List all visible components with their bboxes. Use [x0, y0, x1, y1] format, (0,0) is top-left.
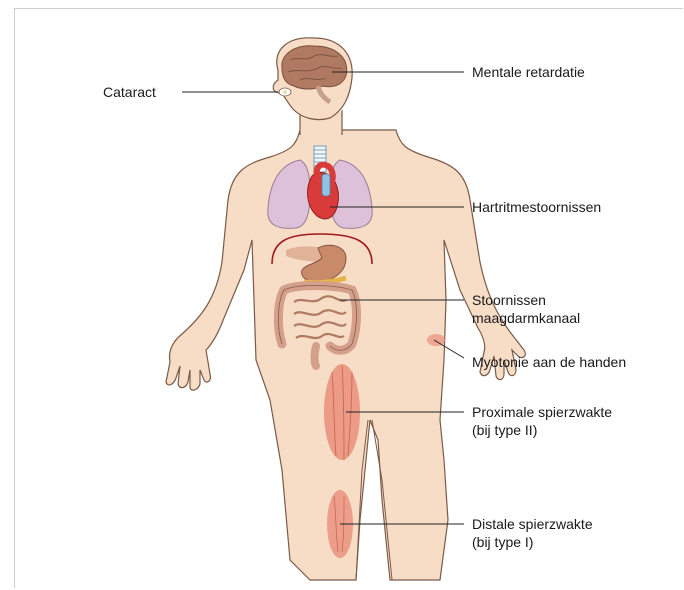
vena-cava	[322, 174, 330, 196]
label-heart-rhythm: Hartritmestoornissen	[472, 198, 601, 216]
rectum	[315, 346, 317, 366]
label-heart-text: Hartritmestoornissen	[472, 198, 601, 216]
label-cataract: Cataract	[103, 83, 156, 101]
label-gi-line1: Stoornissen	[472, 291, 580, 309]
label-distal-line1: Distale spierzwakte	[472, 515, 593, 533]
hand-myotonia-spot	[427, 334, 445, 346]
label-mental-retardation: Mentale retardatie	[472, 63, 585, 81]
label-myotonia-text: Myotonie aan de handen	[472, 353, 626, 371]
label-myotonia: Myotonie aan de handen	[472, 353, 626, 371]
label-gi-line2: maagdarmkanaal	[472, 309, 580, 327]
label-proximal-weakness: Proximale spierzwakte (bij type II)	[472, 403, 612, 439]
label-distal-line2: (bij type I)	[472, 533, 593, 551]
label-distal-weakness: Distale spierzwakte (bij type I)	[472, 515, 593, 551]
label-gi-disorders: Stoornissen maagdarmkanaal	[472, 291, 580, 327]
eye-lens	[283, 90, 287, 94]
label-cataract-text: Cataract	[103, 83, 156, 101]
label-proximal-line1: Proximale spierzwakte	[472, 403, 612, 421]
label-mental-text: Mentale retardatie	[472, 63, 585, 81]
brain	[282, 46, 347, 89]
label-proximal-line2: (bij type II)	[472, 421, 612, 439]
